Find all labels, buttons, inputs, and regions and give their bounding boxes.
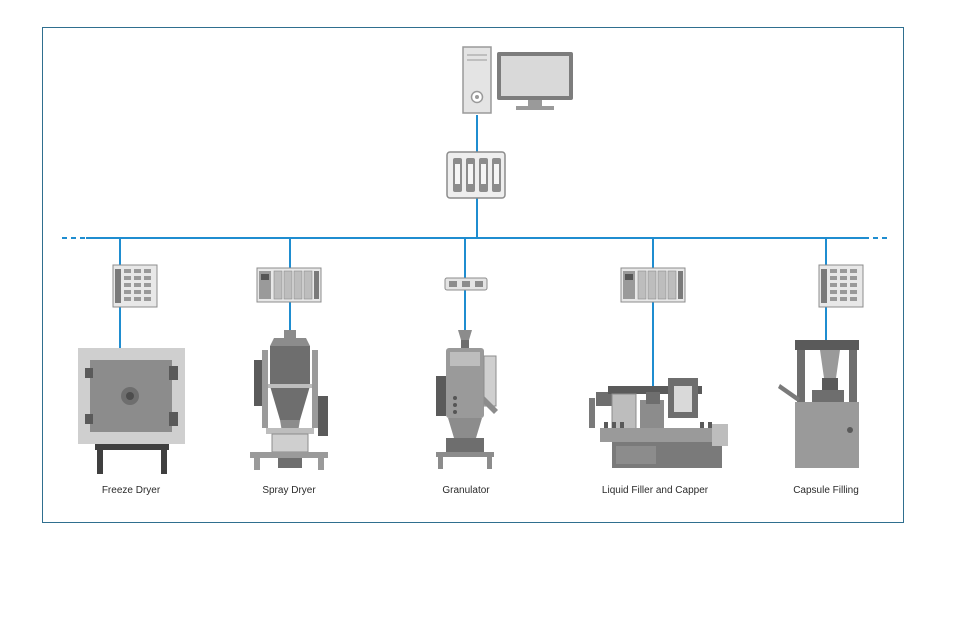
freeze-dryer-icon [78, 348, 185, 474]
spray-dryer-icon [250, 330, 328, 470]
plc-rack-icon [620, 267, 686, 303]
small-io-module-icon [444, 277, 488, 291]
network-lines [62, 115, 888, 400]
machine-label-liquid-filler-and-capper: Liquid Filler and Capper [601, 485, 709, 496]
plc-rack-icon [256, 267, 322, 303]
machine-label-granulator: Granulator [442, 485, 490, 496]
machine-label-capsule-filling: Capsule Filling [793, 485, 859, 496]
granulator-icon [436, 330, 498, 469]
machine-label-spray-dryer: Spray Dryer [262, 485, 316, 496]
workstation-icon [462, 46, 573, 114]
io-block-icon [112, 264, 158, 308]
network-switch-icon [446, 151, 506, 199]
capsule-filling-icon [778, 340, 859, 468]
liquid-filler-capper-icon [589, 378, 728, 468]
diagram-frame [42, 27, 904, 523]
io-block-icon [818, 264, 864, 308]
machine-label-freeze-dryer: Freeze Dryer [101, 485, 161, 496]
